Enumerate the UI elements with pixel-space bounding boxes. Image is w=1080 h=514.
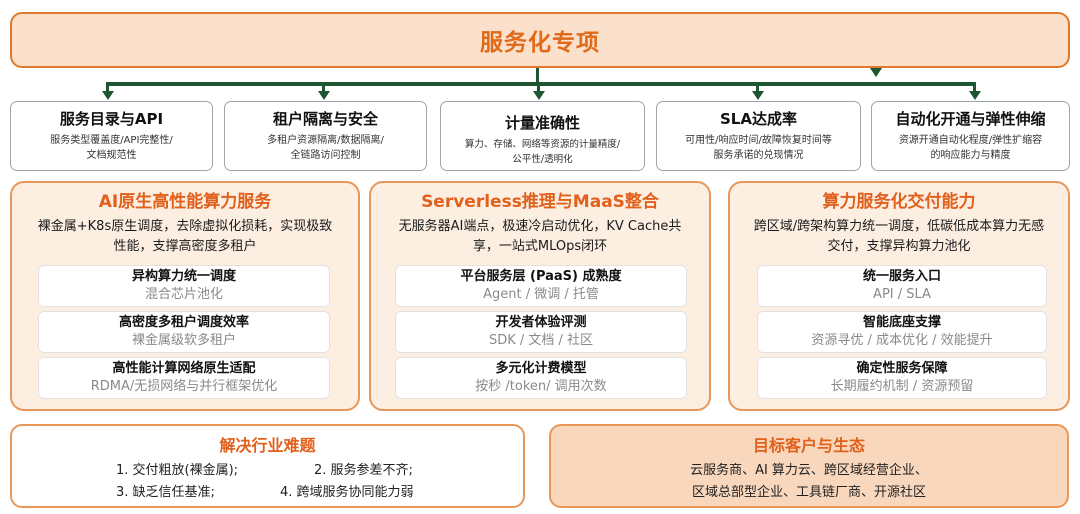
pillar-item-desc: RDMA/无损网络与并行框架优化 <box>90 379 278 394</box>
pillar-item: 多元化计费模型 按秒 /token/ 调用次数 <box>395 357 687 399</box>
targets-title: 目标客户与生态 <box>752 436 865 455</box>
arrow-down-icon <box>752 91 764 100</box>
pillar-desc: 无服务器AI端点，极速冷启动优化，KV Cache共享，一站式MLOps闭环 <box>398 219 682 254</box>
pillar-item-title: 高密度多租户调度效率 <box>118 315 249 330</box>
issue-item: 1. 交付粗放(裸金属); <box>116 463 239 478</box>
pillar-title: AI原生高性能算力服务 <box>98 192 272 212</box>
pillar-item: 智能底座支撑 资源寻优 / 成本优化 / 效能提升 <box>757 311 1047 353</box>
connector-bus <box>106 82 976 86</box>
metric-card-title: 计量准确性 <box>504 114 580 132</box>
metric-card-title: SLA达成率 <box>720 110 797 128</box>
pillar-item-title: 异构算力统一调度 <box>131 269 236 284</box>
issue-item: 4. 跨域服务协同能力弱 <box>280 485 414 500</box>
metric-card-desc: 算力、存储、网络等资源的计量精度/公平性/透明化 <box>464 139 621 165</box>
connector-drop-2 <box>322 84 325 92</box>
connector-trunk <box>536 68 539 82</box>
pillar-item: 高性能计算网络原生适配 RDMA/无损网络与并行框架优化 <box>38 357 330 399</box>
pillar-title: Serverless推理与MaaS整合 <box>421 192 659 212</box>
arrow-down-icon <box>870 68 882 77</box>
pillar-item: 异构算力统一调度 混合芯片池化 <box>38 265 330 307</box>
pillar-title: 算力服务化交付能力 <box>822 192 976 212</box>
pillar-item-desc: 长期履约机制 / 资源预留 <box>830 379 974 394</box>
pillar-ai-native-compute: AI原生高性能算力服务 裸金属+K8s原生调度，去除虚拟化损耗，实现极致性能，支… <box>10 181 360 411</box>
pillar-item-title: 多元化计费模型 <box>495 361 587 376</box>
pillar-item-desc: API / SLA <box>873 287 931 302</box>
pillar-item-desc: 混合芯片池化 <box>144 287 223 302</box>
pillar-item: 统一服务入口 API / SLA <box>757 265 1047 307</box>
connector-drop-5 <box>973 84 976 92</box>
targets-desc: 云服务商、AI 算力云、跨区域经营企业、区域总部型企业、工具链厂商、开源社区 <box>690 463 928 500</box>
connector-drop-1 <box>106 84 109 92</box>
metric-card-title: 服务目录与API <box>59 110 164 128</box>
metric-card-tenant-isolation: 租户隔离与安全 多租户资源隔离/数据隔离/全链路访问控制 <box>224 101 427 171</box>
pillar-item-title: 开发者体验评测 <box>495 315 587 330</box>
issues-title: 解决行业难题 <box>219 436 316 455</box>
target-customers-box: 目标客户与生态 云服务商、AI 算力云、跨区域经营企业、区域总部型企业、工具链厂… <box>549 424 1069 508</box>
main-title: 服务化专项 <box>480 30 600 56</box>
pillar-item: 平台服务层 (PaaS) 成熟度 Agent / 微调 / 托管 <box>395 265 687 307</box>
metric-card-service-catalog: 服务目录与API 服务类型覆盖度/API完整性/文档规范性 <box>10 101 213 171</box>
arrow-down-icon <box>102 91 114 100</box>
pillar-item-desc: 资源寻优 / 成本优化 / 效能提升 <box>811 333 993 348</box>
arrow-down-icon <box>969 91 981 100</box>
metric-card-desc: 资源开通自动化程度/弹性扩缩容的响应能力与精度 <box>898 135 1043 161</box>
metric-card-sla: SLA达成率 可用性/响应时间/故障恢复时间等服务承诺的兑现情况 <box>656 101 861 171</box>
pillar-item: 高密度多租户调度效率 裸金属级软多租户 <box>38 311 330 353</box>
pillar-item-desc: Agent / 微调 / 托管 <box>483 287 599 302</box>
pillar-item-title: 统一服务入口 <box>862 269 941 284</box>
metric-card-title: 租户隔离与安全 <box>272 110 378 128</box>
pillar-item-desc: SDK / 文档 / 社区 <box>488 333 594 348</box>
connector-drop-3 <box>537 84 540 92</box>
pillar-item-desc: 按秒 /token/ 调用次数 <box>475 379 607 394</box>
pillar-desc: 裸金属+K8s原生调度，去除虚拟化损耗，实现极致性能，支撑高密度多租户 <box>37 219 333 254</box>
connector-drop-4 <box>756 84 759 92</box>
pillar-item-title: 平台服务层 (PaaS) 成熟度 <box>460 269 622 284</box>
pillar-item-title: 高性能计算网络原生适配 <box>112 361 256 376</box>
pillar-serverless-maas: Serverless推理与MaaS整合 无服务器AI端点，极速冷启动优化，KV … <box>369 181 711 411</box>
metric-card-desc: 可用性/响应时间/故障恢复时间等服务承诺的兑现情况 <box>685 135 832 161</box>
pillar-item: 开发者体验评测 SDK / 文档 / 社区 <box>395 311 687 353</box>
arrow-down-icon <box>533 91 545 100</box>
metric-card-auto-scaling: 自动化开通与弹性伸缩 资源开通自动化程度/弹性扩缩容的响应能力与精度 <box>871 101 1070 171</box>
metric-card-title: 自动化开通与弹性伸缩 <box>895 110 1046 128</box>
pillar-compute-delivery: 算力服务化交付能力 跨区域/跨架构算力统一调度，低碳低成本算力无感交付，支撑异构… <box>728 181 1070 411</box>
issue-item: 3. 缺乏信任基准; <box>116 485 215 500</box>
arrow-down-icon <box>318 91 330 100</box>
main-title-box: 服务化专项 <box>10 12 1070 68</box>
pillar-item-desc: 裸金属级软多租户 <box>131 333 236 348</box>
pillar-desc: 跨区域/跨架构算力统一调度，低碳低成本算力无感交付，支撑异构算力池化 <box>753 219 1045 254</box>
industry-issues-box: 解决行业难题 1. 交付粗放(裸金属); 2. 服务参差不齐; 3. 缺乏信任基… <box>10 424 525 508</box>
metric-card-desc: 服务类型覆盖度/API完整性/文档规范性 <box>50 135 173 161</box>
pillar-item: 确定性服务保障 长期履约机制 / 资源预留 <box>757 357 1047 399</box>
issue-item: 2. 服务参差不齐; <box>314 463 413 478</box>
metric-card-desc: 多租户资源隔离/数据隔离/全链路访问控制 <box>267 135 384 161</box>
metric-card-metering: 计量准确性 算力、存储、网络等资源的计量精度/公平性/透明化 <box>440 101 645 171</box>
pillar-item-title: 确定性服务保障 <box>856 361 948 376</box>
pillar-item-title: 智能底座支撑 <box>862 315 941 330</box>
